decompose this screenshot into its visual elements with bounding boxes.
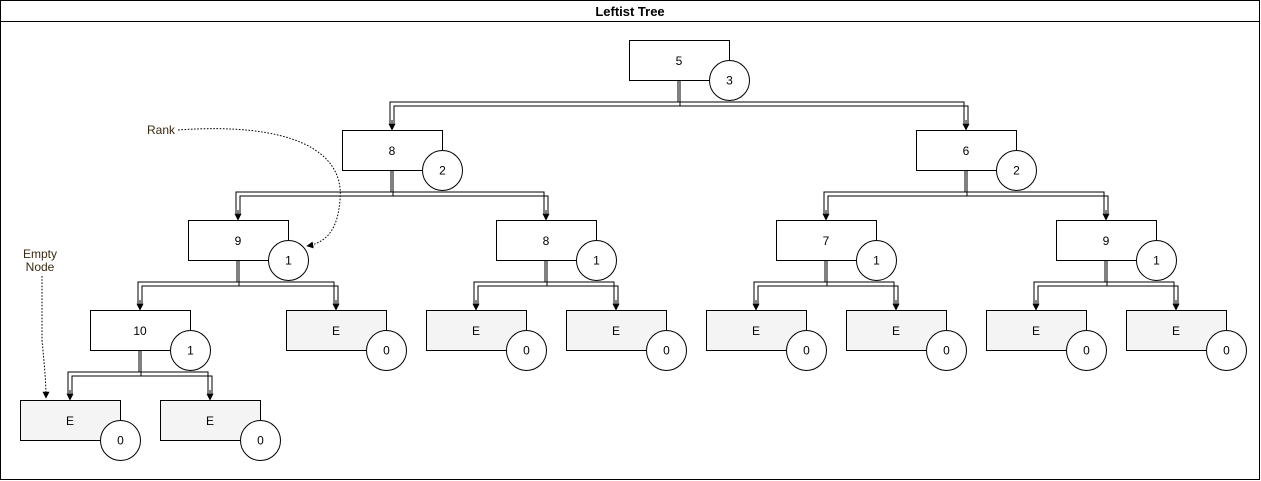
node-label: 8 — [389, 144, 396, 158]
tree-node: 10 1 — [90, 310, 211, 371]
rank-value: 0 — [117, 434, 124, 448]
empty-node: E0 — [20, 400, 141, 461]
annotation-text: Node — [26, 260, 55, 274]
node-label: E — [1032, 324, 1040, 338]
rank-value: 2 — [439, 164, 446, 178]
rank-value: 0 — [943, 344, 950, 358]
rank-circle — [786, 330, 827, 371]
rank-value: 3 — [726, 74, 733, 88]
tree-edge — [964, 170, 1110, 221]
tree-node: 62 — [916, 130, 1037, 191]
node-label: 9 — [1103, 234, 1110, 248]
empty-node: E0 — [706, 310, 827, 371]
rank-circle — [170, 330, 211, 371]
rank-circle — [709, 60, 750, 101]
rank-value: 2 — [1013, 164, 1020, 178]
empty-node: E0 — [566, 310, 687, 371]
rank-value: 0 — [383, 344, 390, 358]
node-label: 8 — [543, 234, 550, 248]
node-label: E — [892, 324, 900, 338]
tree-edge — [1104, 260, 1180, 311]
tree-node: 91 — [188, 220, 309, 281]
rank-value: 0 — [1223, 344, 1230, 358]
node-label: 7 — [823, 234, 830, 248]
edges-layer — [66, 80, 1180, 401]
empty-node: E0 — [1126, 310, 1247, 371]
rank-circle — [366, 330, 407, 371]
diagram-title: Leftist Tree — [595, 4, 664, 19]
node-label: E — [66, 414, 74, 428]
rank-value: 0 — [1083, 344, 1090, 358]
rank-value: 0 — [257, 434, 264, 448]
node-label: 9 — [235, 234, 242, 248]
rank-value: 1 — [187, 344, 194, 358]
tree-edge — [390, 170, 550, 221]
tree-edge — [677, 80, 970, 131]
tree-node: 82 — [342, 130, 463, 191]
tree-edge — [138, 350, 214, 401]
annotation-text: Rank — [147, 123, 176, 137]
rank-circle — [926, 330, 967, 371]
node-label: 5 — [676, 54, 683, 68]
rank-circle — [422, 150, 463, 191]
rank-circle — [240, 420, 281, 461]
rank-circle — [268, 240, 309, 281]
node-label: E — [332, 324, 340, 338]
tree-edge — [236, 260, 340, 311]
rank-value: 1 — [285, 254, 292, 268]
tree-node: 71 — [776, 220, 897, 281]
rank-circle — [506, 330, 547, 371]
rank-circle — [1066, 330, 1107, 371]
tree-node: 53 — [629, 40, 750, 101]
tree-edge — [544, 260, 620, 311]
rank-note: Rank — [147, 123, 341, 249]
rank-value: 1 — [1153, 254, 1160, 268]
node-label: 10 — [133, 324, 147, 338]
rank-value: 0 — [803, 344, 810, 358]
rank-value: 0 — [663, 344, 670, 358]
rank-circle — [996, 150, 1037, 191]
rank-circle — [646, 330, 687, 371]
annotation-arrow — [41, 276, 50, 399]
node-label: E — [1172, 324, 1180, 338]
empty-node: E0 — [846, 310, 967, 371]
tree-node: 81 — [496, 220, 617, 281]
rank-circle — [1206, 330, 1247, 371]
rank-circle — [576, 240, 617, 281]
annotation-text: Empty — [23, 247, 57, 261]
node-label: E — [612, 324, 620, 338]
node-label: E — [472, 324, 480, 338]
empty-node: E0 — [286, 310, 407, 371]
empty-node: E0 — [986, 310, 1107, 371]
tree-edge — [824, 260, 900, 311]
annotation-arrow — [177, 128, 341, 249]
rank-value: 0 — [523, 344, 530, 358]
rank-value: 1 — [593, 254, 600, 268]
node-label: 6 — [963, 144, 970, 158]
rank-circle — [856, 240, 897, 281]
rank-value: 1 — [873, 254, 880, 268]
empty-node: E0 — [426, 310, 547, 371]
empty-node: E0 — [160, 400, 281, 461]
tree-node: 91 — [1056, 220, 1177, 281]
node-label: E — [206, 414, 214, 428]
rank-circle — [100, 420, 141, 461]
node-label: E — [752, 324, 760, 338]
rank-circle — [1136, 240, 1177, 281]
